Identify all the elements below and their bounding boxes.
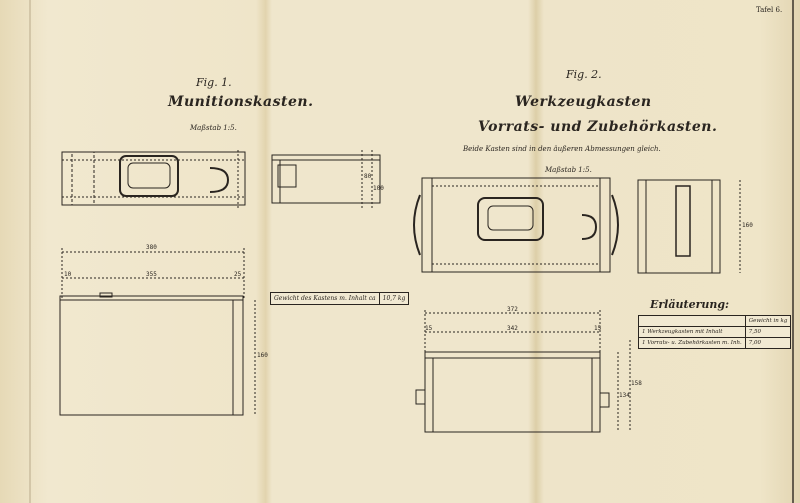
- fig2-note: Beide Kasten sind in den äußeren Abmessu…: [463, 145, 661, 153]
- fig2-title: Werkzeugkasten: [515, 94, 652, 110]
- fig2-front-total: 158: [631, 380, 642, 387]
- fig1-side-total: 100: [373, 185, 384, 192]
- fig1-label: Fig. 1.: [196, 76, 232, 89]
- fig2-top-view: [413, 177, 619, 273]
- fig2-front-inner: 134: [619, 392, 630, 399]
- fig2-side-height: 160: [742, 222, 753, 229]
- fig1-side-height: 80: [364, 173, 372, 180]
- fig1-front-view: [59, 248, 256, 416]
- fig2-scale: Maßstab 1:5.: [545, 166, 592, 174]
- fig2-subtitle: Vorrats- und Zubehörkasten.: [478, 119, 718, 135]
- fig1-title: Munitionskasten.: [168, 94, 314, 110]
- legend-title: Erläuterung:: [650, 298, 730, 311]
- fig1-weight-box: Gewicht des Kastens m. Inhalt ca 10,7 kg: [270, 292, 410, 305]
- weight-legend-table: Gewicht in kg 1 Werkzeugkasten mit Inhal…: [638, 315, 792, 349]
- legend-row-label: 1 Vorrats- u. Zubehörkasten m. Inh.: [638, 337, 746, 349]
- fig2-right-wall: 15: [594, 325, 602, 332]
- fig2-inner-length: 342: [507, 325, 518, 332]
- legend-row: 1 Vorrats- u. Zubehörkasten m. Inh. 7,00: [638, 337, 792, 349]
- legend-row-value: 7,00: [744, 337, 792, 349]
- plate-label: Tafel 6.: [756, 6, 783, 14]
- fig1-right-wall: 25: [234, 271, 242, 278]
- weight-value: 10,7 kg: [382, 295, 406, 302]
- legend-header-row: Gewicht in kg: [638, 315, 792, 327]
- legend-row-label: 1 Werkzeugkasten mit Inhalt: [638, 326, 746, 338]
- fig1-front-height: 160: [257, 352, 268, 359]
- fig2-side-view: [637, 179, 741, 274]
- fig1-outer-length: 380: [146, 244, 157, 251]
- legend-row-value: 7,50: [744, 326, 792, 338]
- fig2-left-wall: 15: [425, 325, 433, 332]
- legend-row: 1 Werkzeugkasten mit Inhalt 7,50: [638, 326, 792, 338]
- legend-header: Gewicht in kg: [744, 315, 792, 327]
- weight-label: Gewicht des Kastens m. Inhalt ca: [271, 293, 380, 304]
- fig2-outer-length: 372: [507, 306, 518, 313]
- fig1-inner-length: 355: [146, 271, 157, 278]
- fig2-label: Fig. 2.: [566, 68, 602, 81]
- fig2-front-view: [415, 310, 631, 433]
- fig1-left-wall: 10: [64, 271, 72, 278]
- fig1-side-view: [271, 150, 381, 208]
- fig1-top-view: [61, 150, 246, 208]
- fig1-scale: Maßstab 1:5.: [190, 124, 237, 132]
